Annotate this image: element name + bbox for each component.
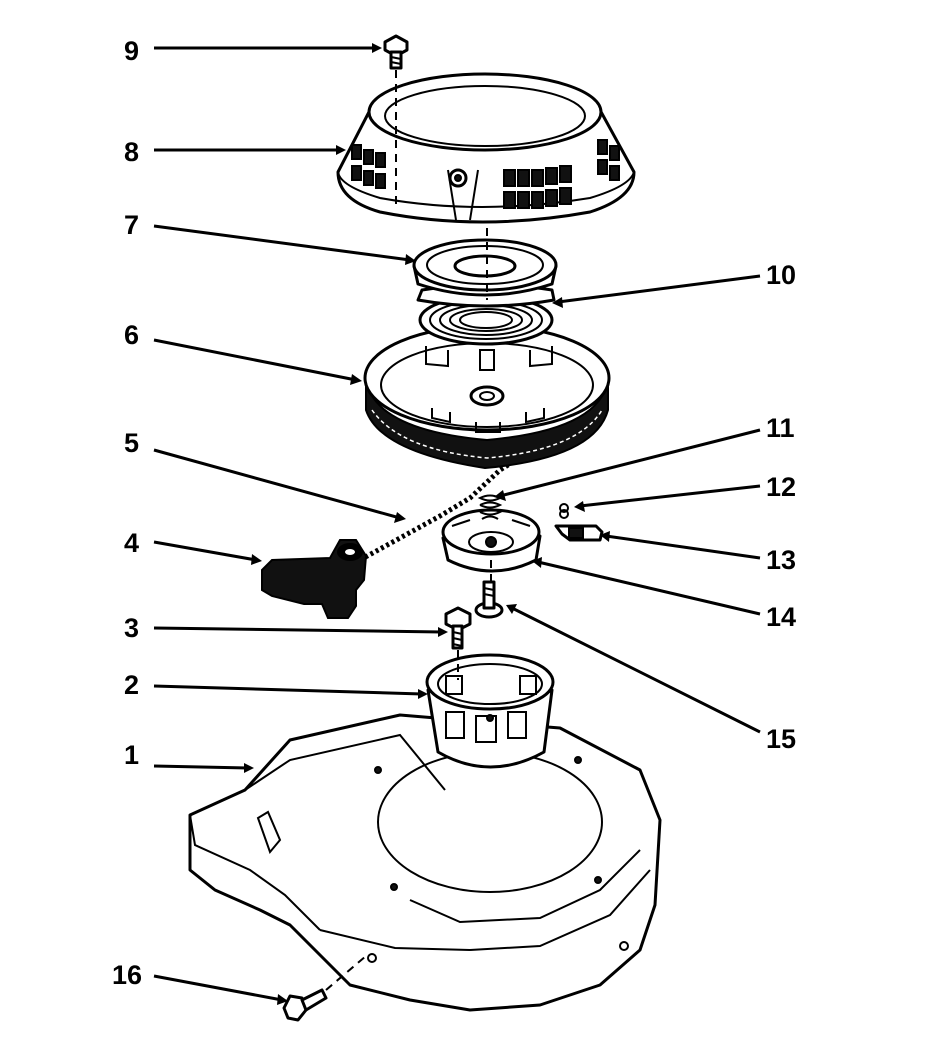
label-1: 1: [124, 740, 139, 770]
label-4: 4: [124, 528, 139, 558]
part-8-starter-housing: [336, 72, 636, 224]
part-15-screw: [474, 580, 504, 619]
callout-labels: 9 8 7 10 6 11 5 12 4 13 14 3 2 15 1 16: [112, 36, 796, 990]
part-9-screw: [383, 34, 409, 70]
part-5-rope: [358, 447, 534, 563]
part-12-spring: [559, 503, 569, 519]
leader-lines: [153, 43, 761, 1005]
assembly-centerlines: [325, 70, 492, 991]
part-1-blower-housing: [188, 713, 662, 1012]
label-7: 7: [124, 210, 139, 240]
label-2: 2: [124, 670, 139, 700]
part-6-pulley: [363, 324, 611, 470]
label-10: 10: [766, 260, 796, 290]
part-2-starter-cup: [425, 653, 555, 769]
part-4-handle: [261, 539, 368, 619]
label-16: 16: [112, 960, 142, 990]
label-13: 13: [766, 545, 796, 575]
part-3-screw: [444, 606, 472, 650]
label-8: 8: [124, 137, 139, 167]
label-14: 14: [766, 602, 796, 632]
label-5: 5: [124, 428, 139, 458]
housing-vents: [351, 139, 620, 209]
label-11: 11: [766, 413, 795, 443]
label-15: 15: [766, 724, 796, 754]
label-3: 3: [124, 613, 139, 643]
label-6: 6: [124, 320, 139, 350]
part-13-pawl: [554, 524, 604, 542]
part-16-screw: [282, 988, 328, 1022]
label-12: 12: [766, 472, 796, 502]
part-14-ratchet: [441, 508, 542, 573]
label-9: 9: [124, 36, 139, 66]
part-7-spring-cover: [412, 238, 558, 297]
